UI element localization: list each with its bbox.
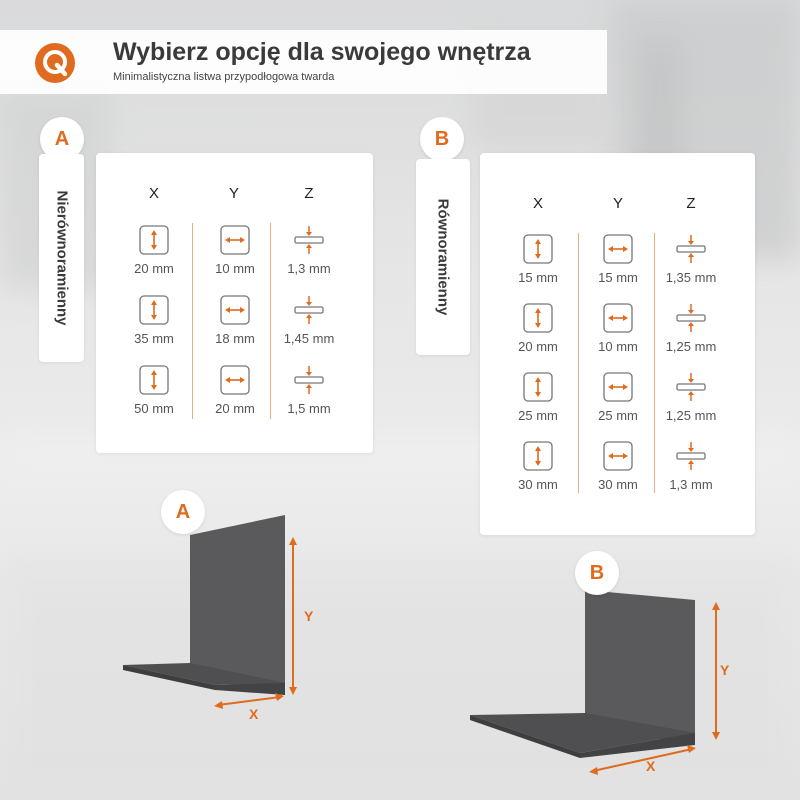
- thickness-arrow-icon: [673, 371, 709, 403]
- dimension-value-x: 50 mm: [134, 401, 174, 416]
- profile-a-floor-leg: [123, 663, 285, 685]
- thickness-arrow-icon: [673, 233, 709, 265]
- thickness-arrow-icon: [673, 440, 709, 472]
- dimension-value-x: 35 mm: [134, 331, 174, 346]
- dimension-cell-z: 1,25 mm: [653, 371, 729, 433]
- column-header-x: X: [148, 185, 159, 202]
- column-divider: [192, 223, 193, 419]
- option-a-badge: A: [40, 117, 84, 161]
- dimension-cell-x: 20 mm: [500, 302, 576, 364]
- thickness-arrow-icon: [291, 294, 327, 326]
- option-b-table: X Y Z 15 mm 15 mm 1,35 mm 20 mm 10 mm 1,25 mm…: [480, 153, 755, 535]
- dimension-value-z: 1,3 mm: [669, 477, 713, 492]
- dimension-value-y: 25 mm: [598, 408, 638, 423]
- dimension-value-y: 20 mm: [215, 401, 255, 416]
- dimension-value-y: 10 mm: [215, 261, 255, 276]
- dimension-cell-y: 18 mm: [197, 294, 273, 356]
- option-b-name: Równoramienny: [434, 198, 452, 316]
- y-dimension-label: Y: [304, 608, 314, 624]
- page-subtitle: Minimalistyczna listwa przypodłogowa twa…: [113, 71, 335, 83]
- dimension-cell-y: 20 mm: [197, 364, 273, 426]
- dimension-cell-x: 50 mm: [116, 364, 192, 426]
- dimension-value-x: 30 mm: [518, 477, 558, 492]
- option-b-name-tab: Równoramienny: [416, 159, 470, 355]
- height-arrow-icon: [138, 294, 170, 326]
- diagram-b-badge: B: [575, 551, 619, 595]
- dimension-value-y: 10 mm: [598, 339, 638, 354]
- dimension-cell-x: 20 mm: [116, 224, 192, 286]
- dimension-cell-y: 10 mm: [197, 224, 273, 286]
- width-arrow-icon: [602, 371, 634, 403]
- column-header-x: X: [532, 195, 543, 212]
- height-arrow-icon: [522, 371, 554, 403]
- profile-a-diagram: Y X: [123, 515, 314, 720]
- option-a-name-tab: Nierównoramienny: [39, 154, 84, 362]
- diagram-a-badge: A: [161, 490, 205, 534]
- dimension-value-x: 25 mm: [518, 408, 558, 423]
- height-arrow-icon: [522, 440, 554, 472]
- y-dimension-label: Y: [720, 662, 730, 678]
- dimension-value-z: 1,3 mm: [287, 261, 331, 276]
- q-logo-icon: [35, 43, 75, 83]
- dimension-value-z: 1,25 mm: [665, 339, 717, 354]
- dimension-value-y: 18 mm: [215, 331, 255, 346]
- page-title: Wybierz opcję dla swojego wnętrza: [113, 38, 531, 66]
- column-divider: [578, 233, 579, 493]
- height-arrow-icon: [138, 364, 170, 396]
- dimension-value-y: 15 mm: [598, 270, 638, 285]
- dimension-cell-x: 30 mm: [500, 440, 576, 502]
- x-dimension-label: X: [646, 758, 656, 774]
- height-arrow-icon: [522, 233, 554, 265]
- column-header-y: Y: [612, 195, 623, 212]
- height-arrow-icon: [138, 224, 170, 256]
- option-a-name: Nierównoramienny: [53, 190, 70, 326]
- profile-b-diagram: Y X: [470, 590, 730, 775]
- width-arrow-icon: [219, 224, 251, 256]
- option-a-table: X Y Z 20 mm 10 mm 1,3 mm 35 mm 18 mm 1,45 mm 5…: [96, 153, 373, 453]
- column-header-z: Z: [304, 185, 314, 202]
- column-header-z: Z: [686, 195, 696, 212]
- dimension-cell-z: 1,3 mm: [271, 224, 347, 286]
- x-dimension-line: [592, 748, 693, 772]
- dimension-cell-y: 25 mm: [580, 371, 656, 433]
- profile-b-vertical-wall: [585, 590, 695, 745]
- thickness-arrow-icon: [673, 302, 709, 334]
- dimension-value-y: 30 mm: [598, 477, 638, 492]
- dimension-cell-z: 1,3 mm: [653, 440, 729, 502]
- header-banner: Wybierz opcję dla swojego wnętrza Minima…: [0, 30, 607, 94]
- dimension-cell-y: 10 mm: [580, 302, 656, 364]
- profile-b-floor-leg: [470, 713, 695, 753]
- column-divider: [270, 223, 271, 419]
- dimension-cell-z: 1,25 mm: [653, 302, 729, 364]
- dimension-value-z: 1,25 mm: [665, 408, 717, 423]
- column-divider: [654, 233, 655, 493]
- dimension-cell-y: 15 mm: [580, 233, 656, 295]
- dimension-cell-x: 15 mm: [500, 233, 576, 295]
- dimension-value-z: 1,5 mm: [287, 401, 331, 416]
- width-arrow-icon: [219, 364, 251, 396]
- column-header-y: Y: [228, 185, 239, 202]
- thickness-arrow-icon: [291, 224, 327, 256]
- option-b-badge: B: [420, 117, 464, 161]
- profile-a-vertical-wall: [190, 515, 285, 695]
- dimension-value-x: 20 mm: [518, 339, 558, 354]
- x-dimension-label: X: [249, 706, 259, 720]
- width-arrow-icon: [602, 440, 634, 472]
- dimension-cell-y: 30 mm: [580, 440, 656, 502]
- dimension-cell-z: 1,35 mm: [653, 233, 729, 295]
- dimension-value-x: 15 mm: [518, 270, 558, 285]
- height-arrow-icon: [522, 302, 554, 334]
- dimension-value-z: 1,45 mm: [283, 331, 335, 346]
- dimension-cell-z: 1,5 mm: [271, 364, 347, 426]
- dimension-cell-z: 1,45 mm: [271, 294, 347, 356]
- width-arrow-icon: [602, 233, 634, 265]
- dimension-value-x: 20 mm: [134, 261, 174, 276]
- dimension-value-z: 1,35 mm: [665, 270, 717, 285]
- width-arrow-icon: [219, 294, 251, 326]
- dimension-cell-x: 35 mm: [116, 294, 192, 356]
- width-arrow-icon: [602, 302, 634, 334]
- dimension-cell-x: 25 mm: [500, 371, 576, 433]
- x-dimension-line: [217, 696, 281, 706]
- thickness-arrow-icon: [291, 364, 327, 396]
